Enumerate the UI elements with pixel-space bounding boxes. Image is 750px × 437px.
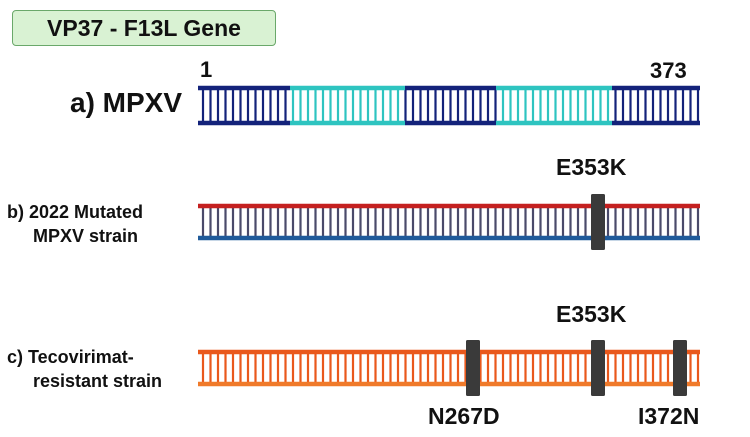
track-label-2022-strain: b) 2022 Mutated MPXV strain <box>7 200 143 248</box>
track-label-line: b) 2022 Mutated <box>7 202 144 222</box>
mutation-marker <box>591 194 605 250</box>
position-end-label: 373 <box>650 58 687 83</box>
track-label-line: MPXV strain <box>33 226 139 246</box>
mutation-label: E353K <box>556 154 627 180</box>
mutation-marker <box>591 340 605 396</box>
mutation-marker <box>466 340 480 396</box>
mutation-label: E353K <box>556 301 627 327</box>
diagram-title: VP37 - F13L Gene <box>12 10 276 46</box>
track-label-tecovirimat-strain: c) Tecovirimat- resistant strain <box>7 345 162 393</box>
track-label-line: c) Tecovirimat- <box>7 347 134 367</box>
track-label-mpxv: a) MPXV <box>70 87 182 119</box>
mutation-label: N267D <box>428 403 500 429</box>
position-start-label: 1 <box>200 57 213 82</box>
track-label-line: resistant strain <box>33 371 163 391</box>
mutation-label: I372N <box>638 403 700 429</box>
track-label-line: a) MPXV <box>70 87 183 118</box>
mutation-marker <box>673 340 687 396</box>
